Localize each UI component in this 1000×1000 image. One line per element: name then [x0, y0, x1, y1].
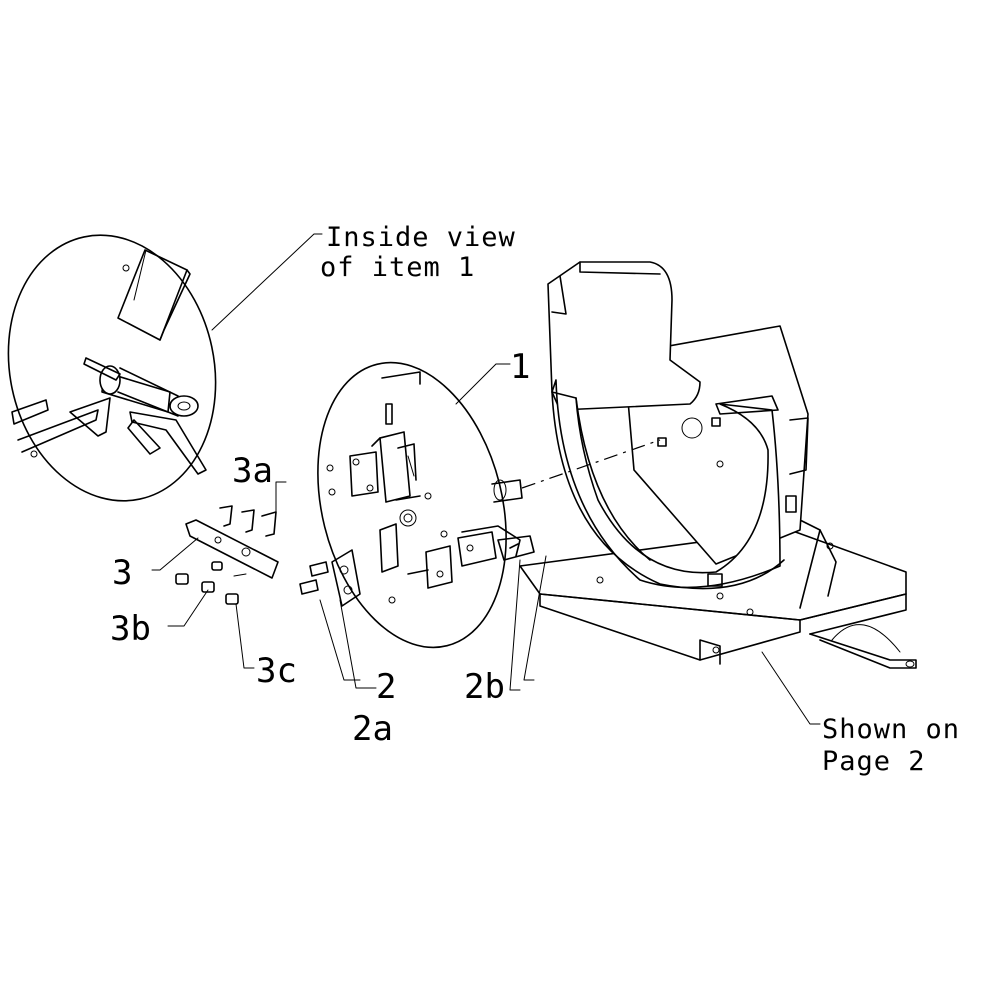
label-item-3b: 3b — [110, 609, 151, 649]
label-item-2: 2 — [376, 667, 396, 707]
item-2b-clip — [497, 535, 535, 561]
item-3c-nut — [225, 573, 247, 605]
item-3b-nuts — [175, 561, 223, 593]
label-item-2a: 2a — [352, 709, 393, 749]
label-inside-view-line1: Inside view — [326, 222, 516, 253]
leader-lines — [151, 233, 821, 725]
label-shown-on-line1: Shown on — [822, 714, 960, 745]
inside-view-disc — [7, 234, 217, 502]
item-1-disc — [317, 361, 523, 649]
item-3-plate — [185, 519, 279, 579]
label-item-3a: 3a — [232, 451, 273, 491]
label-item-3c: 3c — [256, 651, 297, 691]
item-2a-screws — [299, 495, 429, 595]
label-item-2b: 2b — [464, 667, 505, 707]
label-shown-on-line2: Page 2 — [822, 746, 926, 777]
label-item-3: 3 — [112, 553, 132, 593]
label-inside-view-line2: of item 1 — [320, 252, 475, 283]
item-2-bracket-plate — [331, 549, 361, 607]
housing-frame — [519, 261, 917, 669]
item-3a-screws — [219, 505, 277, 537]
label-item-1: 1 — [510, 347, 530, 387]
